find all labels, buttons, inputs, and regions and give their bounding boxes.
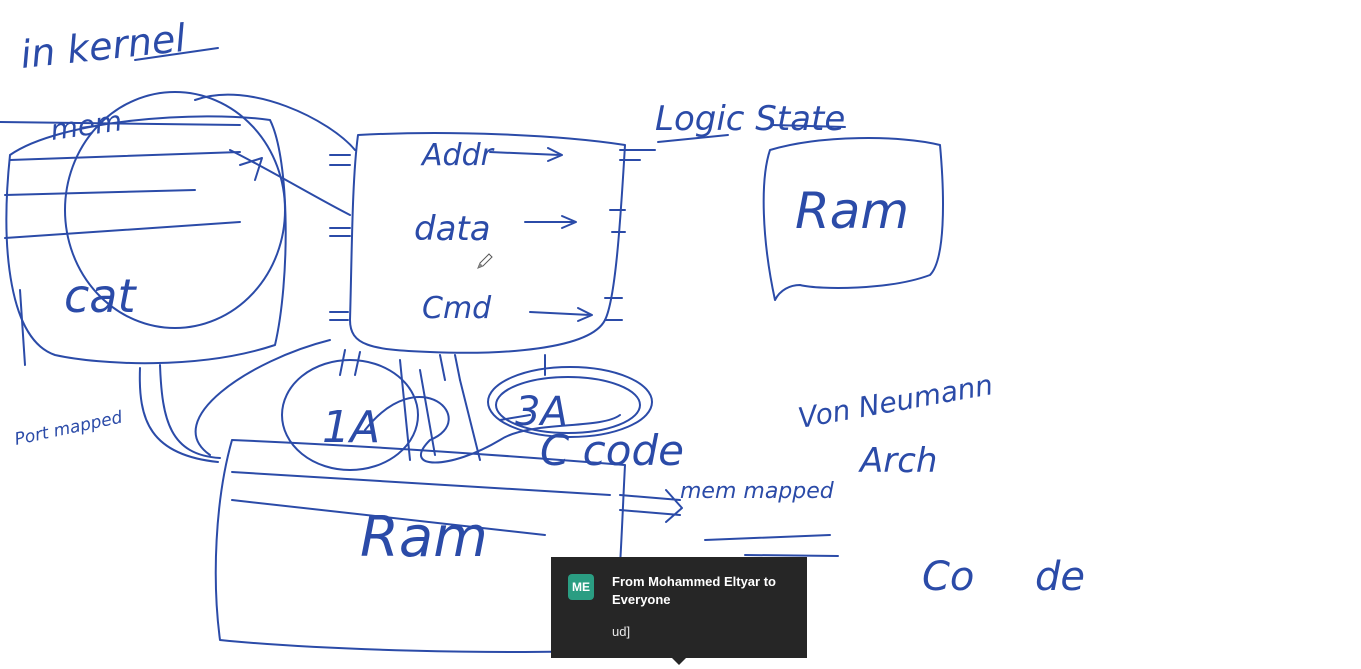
- label-1a: 1A: [322, 402, 380, 453]
- cat-box: [5, 115, 287, 365]
- ram-line: [231, 499, 546, 536]
- label-arch: Arch: [858, 441, 937, 481]
- label-code: Co: [922, 554, 974, 600]
- port-arrow: [159, 364, 221, 459]
- mem-ellipse: [64, 91, 286, 329]
- one-a-circle: [281, 359, 419, 471]
- notification-message: ud]: [612, 624, 631, 639]
- bus-ticks: [329, 154, 351, 321]
- three-a-circle-inner: [495, 376, 641, 434]
- label-c-code: C code: [540, 426, 684, 475]
- arrow-to-box: [194, 93, 356, 151]
- cat-line: [4, 189, 196, 196]
- label-addr: Addr: [420, 138, 495, 173]
- scribble: [364, 396, 621, 464]
- scribble: [399, 359, 531, 461]
- mapped-underline: [704, 534, 839, 557]
- cat-line: [9, 151, 241, 161]
- label-data: data: [414, 209, 491, 249]
- avatar: ME: [568, 574, 594, 600]
- label-3a: 3A: [515, 389, 568, 435]
- left-down-line: [19, 289, 26, 366]
- bus-lines: [339, 349, 546, 381]
- label-data-right: de: [1035, 554, 1085, 600]
- label-ram-bottom: Ram: [360, 505, 488, 570]
- label-cmd: Cmd: [422, 291, 492, 326]
- mem-underline: [0, 121, 241, 126]
- three-a-circle: [487, 366, 653, 438]
- label-cat: cat: [64, 269, 137, 323]
- chat-notification[interactable]: ME From Mohammed Eltyar to Everyone ud]: [551, 557, 807, 665]
- kernel-underline: [134, 47, 219, 61]
- cat-line: [4, 221, 241, 239]
- bus-ticks: [604, 149, 656, 321]
- addr-arrow: [489, 147, 563, 162]
- ram-box: [762, 137, 944, 301]
- label-mem: mem: [48, 104, 124, 147]
- arrow-to-box: [239, 157, 263, 181]
- label-port-mapped: Port mapped: [13, 408, 124, 450]
- mem-mapped-arrow: [619, 489, 683, 523]
- label-in-kernel: in kernel: [18, 16, 188, 77]
- label-von-neumann: Von Neumann: [795, 368, 995, 435]
- data-arrow: [524, 215, 577, 229]
- port-arrow: [138, 367, 219, 463]
- loop-arrow: [194, 339, 331, 456]
- cmd-arrow: [529, 307, 593, 322]
- ram-line: [231, 471, 611, 496]
- logic-underline: [657, 134, 729, 143]
- label-mem-mapped-1: mem mapped: [680, 479, 835, 504]
- arrow-to-box: [229, 149, 351, 216]
- state-underline: [771, 124, 846, 128]
- label-logic-state: Logic State: [655, 99, 845, 139]
- label-ram-right: Ram: [795, 182, 909, 240]
- notification-title: From Mohammed Eltyar to Everyone: [612, 574, 776, 607]
- pencil-cursor-icon: [477, 253, 493, 269]
- controller-box: [349, 132, 626, 354]
